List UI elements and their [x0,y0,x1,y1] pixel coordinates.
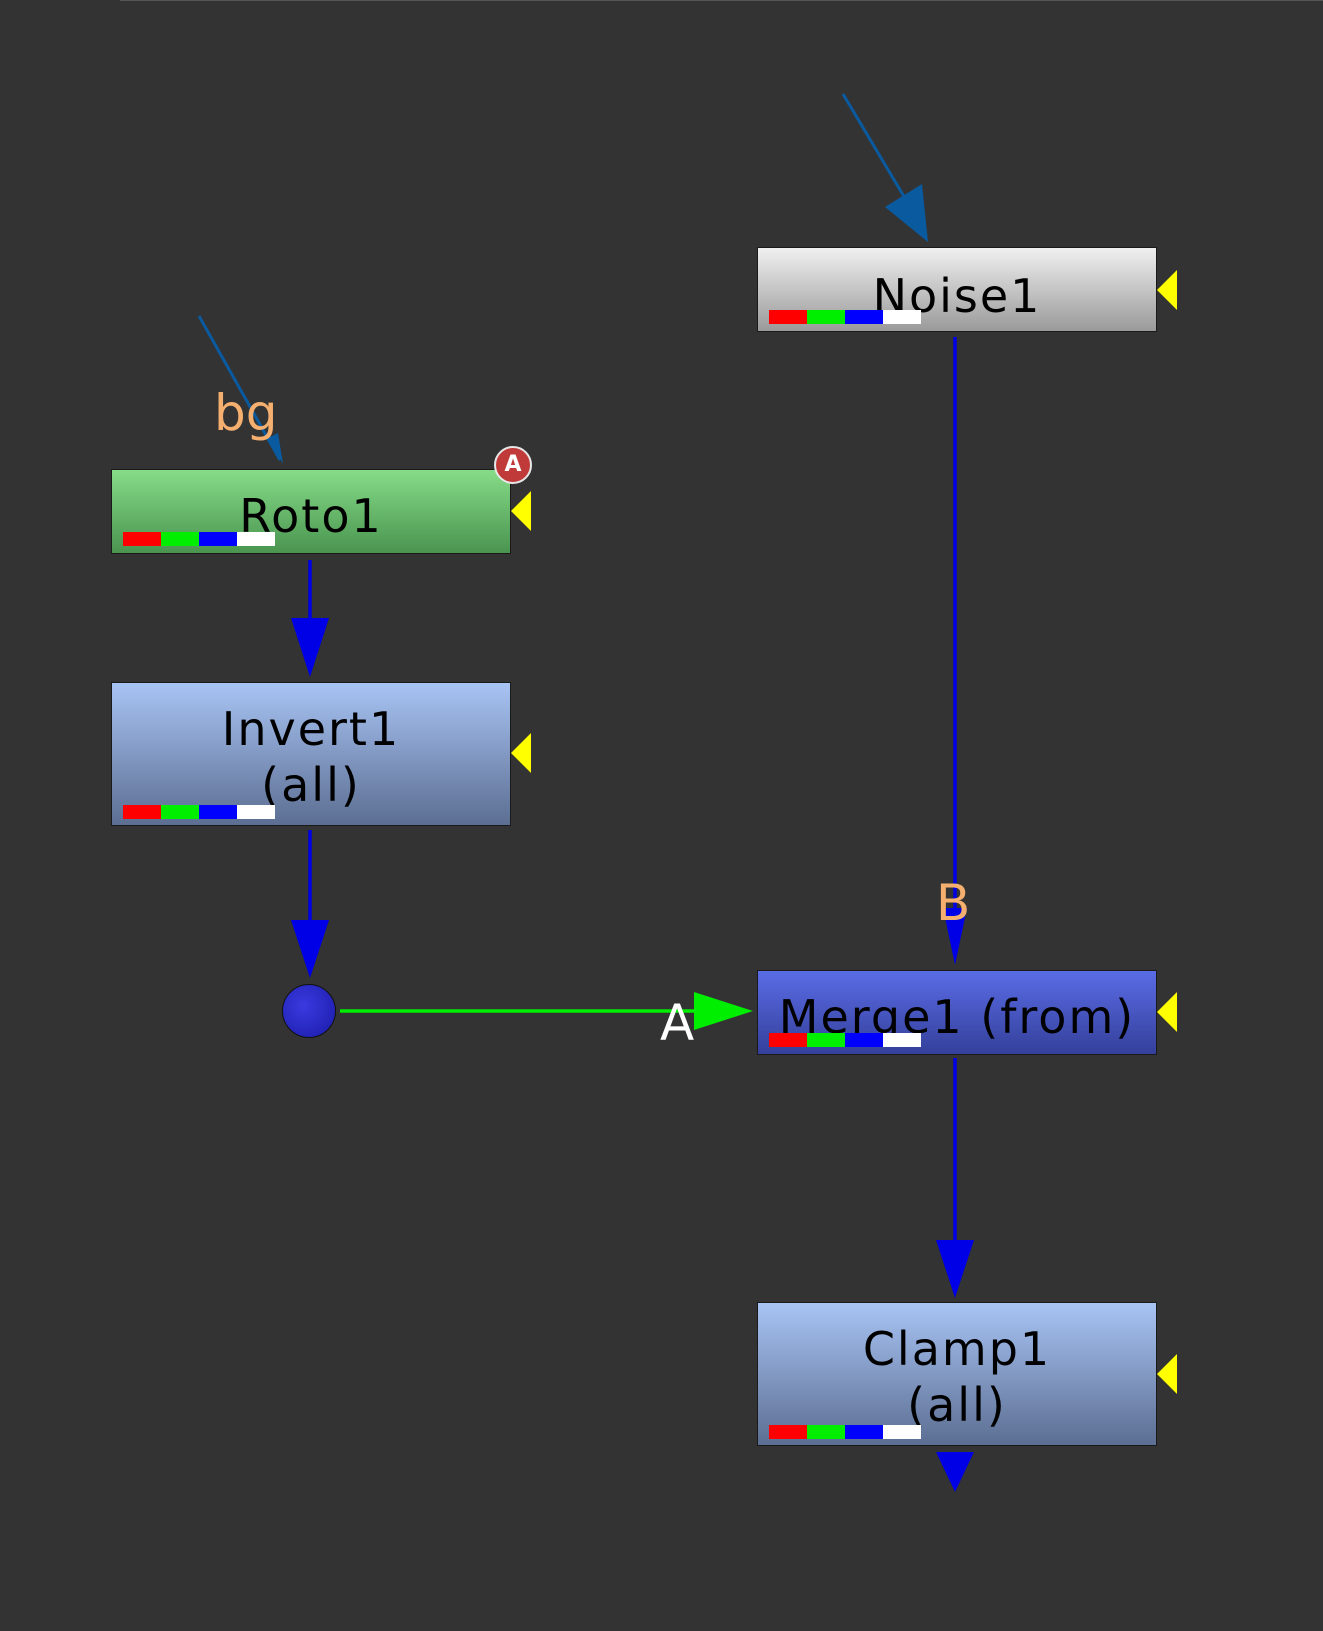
pipe-dot-to-merge-a[interactable] [340,992,753,1030]
dot-node-icon[interactable] [282,984,336,1038]
merge-a-input-label: A [660,994,695,1052]
channels-icon [123,805,275,819]
animated-badge-icon: A [494,446,532,484]
node-clamp1[interactable]: Clamp1 (all) [757,1302,1157,1446]
channels-icon [123,532,275,546]
invert-handle-icon[interactable] [511,733,531,773]
pipe-invert-to-dot[interactable] [291,830,329,978]
node-clamp1-sublabel: (all) [907,1378,1007,1432]
pipe-roto-to-invert[interactable] [291,560,329,677]
merge-b-input-label: B [936,874,971,932]
panel-top-border [120,0,1323,1]
node-merge1[interactable]: Merge1 (from) [757,970,1157,1055]
merge-handle-icon[interactable] [1157,992,1177,1032]
node-clamp1-label: Clamp1 [862,1322,1052,1376]
clamp-handle-icon[interactable] [1157,1354,1177,1394]
clamp-output-arrow[interactable] [936,1452,974,1492]
node-invert1-sublabel: (all) [261,758,361,812]
pipe-noise-to-merge-b[interactable] [943,337,967,965]
node-invert1-label: Invert1 [221,702,401,756]
channels-icon [769,1425,921,1439]
node-roto1[interactable]: Roto1 [111,469,511,554]
roto-bg-input-arrow[interactable] [197,315,283,464]
pipe-merge-to-clamp[interactable] [936,1058,974,1298]
node-noise1[interactable]: Noise1 [757,247,1157,332]
noise-handle-icon[interactable] [1157,270,1177,310]
noise-input-arrow[interactable] [841,93,928,242]
roto-handle-icon[interactable] [511,491,531,531]
channels-icon [769,310,921,324]
node-invert1[interactable]: Invert1 (all) [111,682,511,826]
channels-icon [769,1033,921,1047]
roto-bg-input-label: bg [214,384,278,442]
